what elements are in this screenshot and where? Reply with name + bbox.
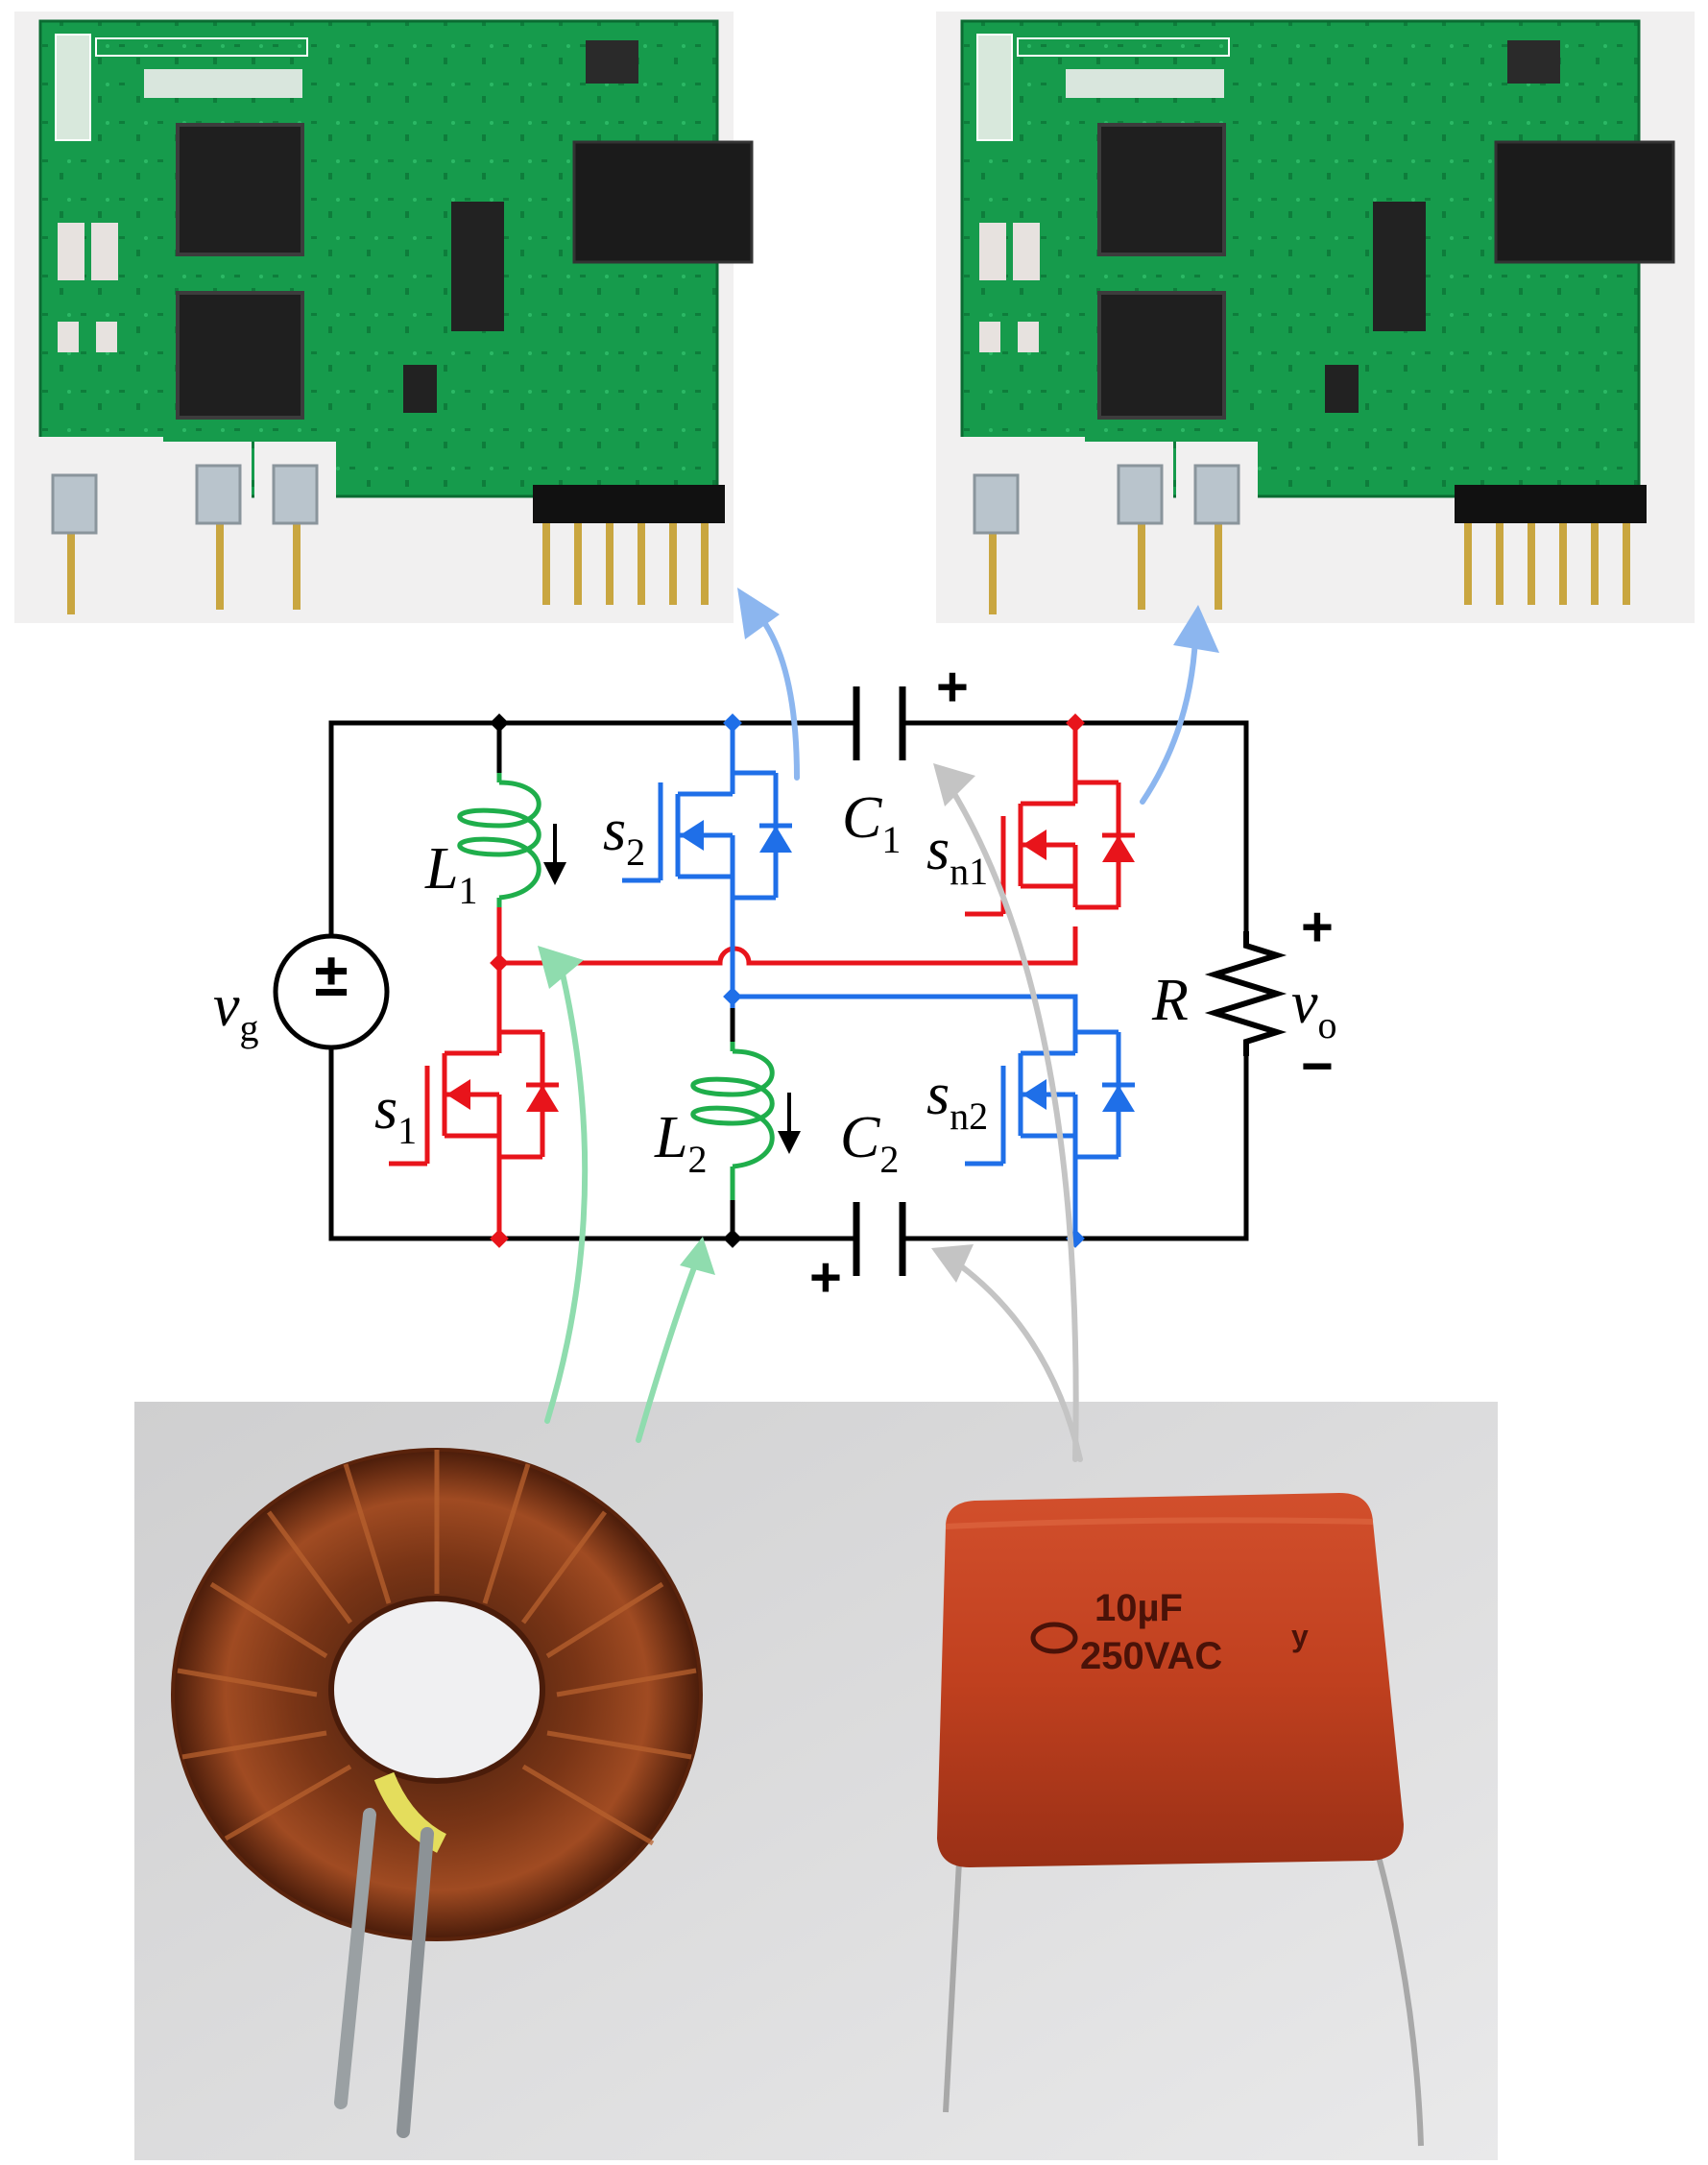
label-sn2: sn2 <box>926 1062 988 1138</box>
capacitor-rating-value: 10µF <box>1095 1587 1183 1629</box>
c1-plus-sign: + <box>936 656 969 718</box>
pointer-arrowheads <box>538 588 1219 1283</box>
vo-minus-sign: − <box>1301 1035 1334 1097</box>
resistor-r-symbol <box>1204 931 1287 1056</box>
label-s2: s2 <box>603 798 645 874</box>
label-r: R <box>1151 968 1189 1033</box>
label-vo: vo <box>1291 971 1337 1046</box>
red-node-wires <box>496 723 1078 1239</box>
label-s1: s1 <box>374 1076 417 1152</box>
mosfet-sn2 <box>965 1029 1135 1167</box>
svg-text:±: ± <box>314 940 348 1009</box>
pcb-photo-right <box>936 12 1695 623</box>
manufacturer-logo-icon <box>1030 1622 1078 1654</box>
component-photo: 10µF 250VAC y <box>134 1402 1498 2160</box>
label-sn1: sn1 <box>926 817 988 893</box>
current-arrow-l1 <box>543 824 566 885</box>
pcb-photo-left <box>14 12 754 623</box>
mosfet-sn1 <box>965 780 1135 917</box>
label-l1: L1 <box>424 836 477 912</box>
current-arrow-l2 <box>778 1093 801 1154</box>
c2-plus-sign: + <box>809 1246 842 1309</box>
mosfet-s1 <box>389 1029 559 1167</box>
capacitor-c1-symbol <box>853 686 906 760</box>
blue-node-wires <box>730 723 1078 1239</box>
inductor-l1-symbol <box>457 773 541 907</box>
junction-dots <box>490 713 1085 1248</box>
toroidal-inductor-photo <box>171 1448 703 2138</box>
label-vg: vg <box>213 974 259 1049</box>
label-l2: L2 <box>654 1105 707 1181</box>
film-capacitor-photo: 10µF 250VAC y <box>937 1493 1424 2147</box>
vo-plus-sign: + <box>1301 896 1334 958</box>
pointer-arrows <box>544 612 1198 1462</box>
label-c1: C1 <box>842 785 901 861</box>
capacitor-rating-voltage: 250VAC <box>1080 1635 1222 1677</box>
label-c2: C2 <box>840 1105 899 1181</box>
mosfet-s2 <box>622 770 792 901</box>
inductor-l2-symbol <box>690 1042 775 1200</box>
capacitor-class-mark: y <box>1291 1619 1309 1653</box>
circuit-wires <box>328 720 1249 1241</box>
voltage-source: ± <box>273 933 390 1050</box>
capacitor-c2-symbol <box>853 1202 906 1276</box>
